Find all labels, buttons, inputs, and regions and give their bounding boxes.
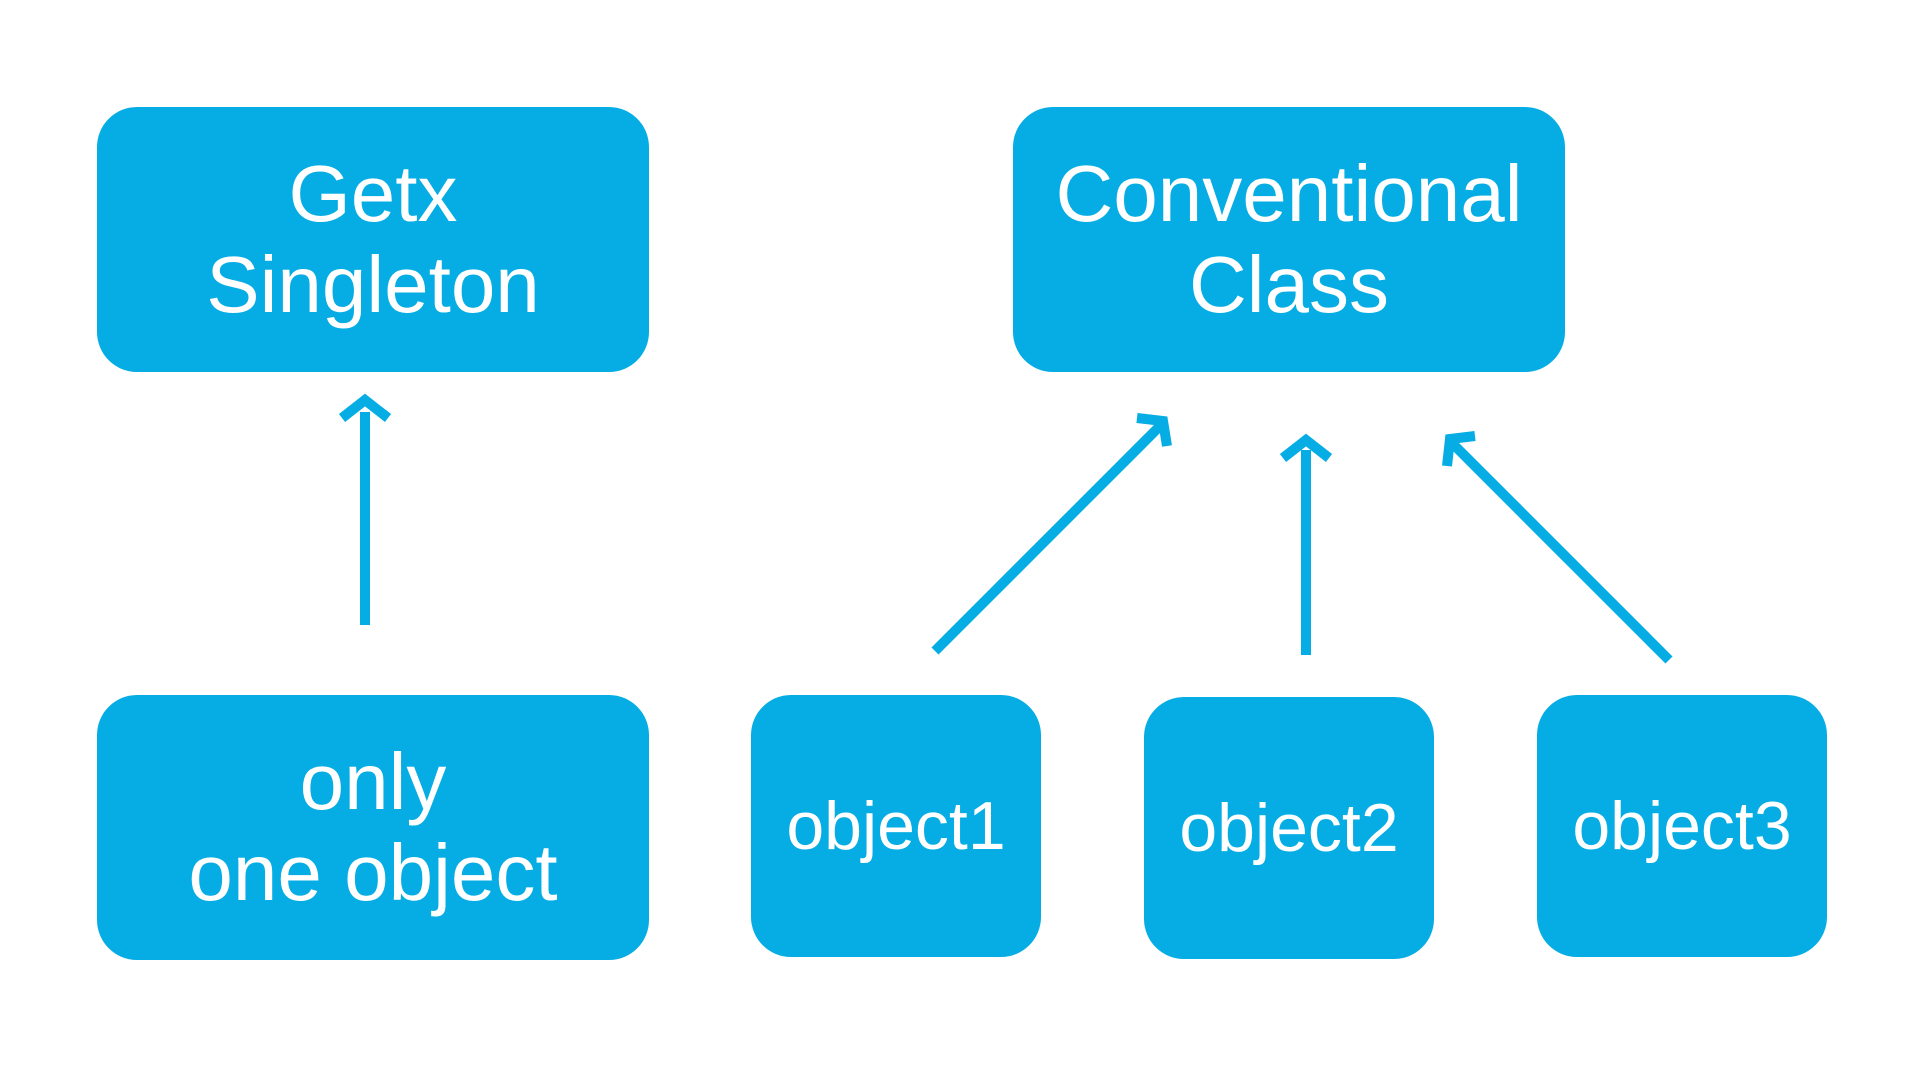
object1-label: object1 [786,787,1006,864]
object2-box: object2 [1144,697,1434,959]
only-one-object-line1: only [299,737,447,827]
conventional-class-line1: Conventional [1055,149,1523,239]
object3-label: object3 [1572,787,1792,864]
arrow-object3-to-conventional [1442,431,1673,664]
only-one-object-box: only one object [97,695,649,960]
object2-label: object2 [1179,789,1399,866]
arrow-object1-to-conventional [931,413,1172,655]
conventional-class-box: Conventional Class [1013,107,1565,372]
getx-singleton-line1: Getx [288,149,458,239]
conventional-class-line2: Class [1188,239,1390,329]
arrow-only-to-getx [338,393,392,625]
object3-box: object3 [1537,695,1827,957]
arrow-object2-to-conventional [1279,433,1333,655]
object1-box: object1 [751,695,1041,957]
getx-singleton-box: Getx Singleton [97,107,649,372]
only-one-object-line2: one object [188,827,558,917]
getx-singleton-line2: Singleton [206,239,540,329]
